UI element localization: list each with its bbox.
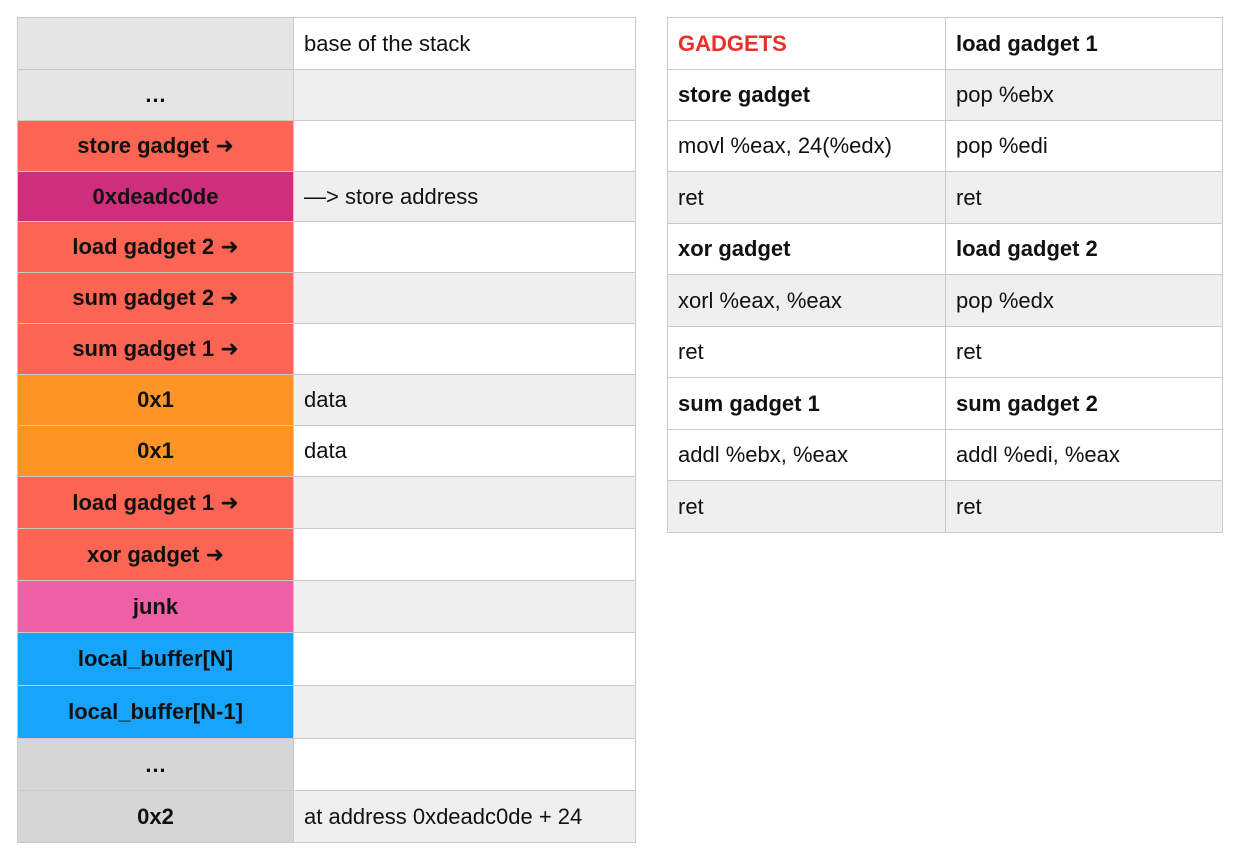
stack-row: … [17,69,636,121]
gadget-row: ret [945,480,1223,533]
stack-slot-note: at address 0xdeadc0de + 24 [293,790,636,843]
gadget-name: store gadget [667,69,946,121]
gadget-row: pop %ebx [945,69,1223,121]
gadget-row: load gadget 2 [945,223,1223,275]
stack-row: load gadget 1 ➜ [17,476,636,529]
stack-row: junk [17,580,636,633]
gadget-row: pop %edx [945,274,1223,327]
gadget-row: GADGETS [667,17,946,70]
stack-slot-label: sum gadget 2 ➜ [17,272,294,324]
stack-slot-note: data [293,425,636,477]
stack-slot-label: store gadget ➜ [17,120,294,172]
gadget-row: ret [667,480,946,533]
gadget-instruction: ret [945,171,1223,224]
stack-slot-note [293,632,636,686]
gadget-row: ret [945,326,1223,378]
stack-slot-note: base of the stack [293,17,636,70]
stack-row: local_buffer[N] [17,632,636,686]
stack-slot-note [293,272,636,324]
stack-slot-label: local_buffer[N-1] [17,685,294,739]
stack-slot-label: 0xdeadc0de [17,171,294,222]
gadget-instruction: ret [945,326,1223,378]
gadget-instruction: ret [667,171,946,224]
gadget-name: load gadget 1 [945,17,1223,70]
stack-slot-label: xor gadget ➜ [17,528,294,581]
stack-slot-note [293,476,636,529]
gadget-row: store gadget [667,69,946,121]
gadget-row: addl %edi, %eax [945,429,1223,481]
stack-slot-label [17,17,294,70]
stack-slot-label: junk [17,580,294,633]
gadget-row: load gadget 1 [945,17,1223,70]
gadget-instruction: pop %ebx [945,69,1223,121]
gadget-instruction: pop %edi [945,120,1223,172]
gadget-row: ret [667,171,946,224]
stack-slot-note [293,323,636,375]
gadget-instruction: ret [667,480,946,533]
stack-slot-note: data [293,374,636,426]
stack-row: local_buffer[N-1] [17,685,636,739]
stack-slot-note [293,580,636,633]
gadget-instruction: ret [945,480,1223,533]
stack-row: sum gadget 2 ➜ [17,272,636,324]
stack-slot-label: 0x1 [17,374,294,426]
stack-slot-note [293,120,636,172]
gadget-row: pop %edi [945,120,1223,172]
gadget-instruction: addl %edi, %eax [945,429,1223,481]
stack-slot-note [293,738,636,791]
gadget-instruction: addl %ebx, %eax [667,429,946,481]
gadget-name: xor gadget [667,223,946,275]
gadget-row: addl %ebx, %eax [667,429,946,481]
gadget-instruction: xorl %eax, %eax [667,274,946,327]
stack-slot-label: load gadget 1 ➜ [17,476,294,529]
stack-row: base of the stack [17,17,636,70]
gadget-row: sum gadget 1 [667,377,946,430]
stack-slot-label: load gadget 2 ➜ [17,221,294,273]
stack-row: xor gadget ➜ [17,528,636,581]
gadget-row: ret [945,171,1223,224]
gadget-row: xorl %eax, %eax [667,274,946,327]
stack-slot-label: … [17,738,294,791]
stack-slot-note [293,221,636,273]
stack-row: … [17,738,636,791]
stack-slot-note: —> store address [293,171,636,222]
stack-row: 0xdeadc0de—> store address [17,171,636,222]
stack-table: base of the stack…store gadget ➜0xdeadc0… [17,17,636,843]
stack-slot-label: 0x1 [17,425,294,477]
gadget-name: sum gadget 2 [945,377,1223,430]
stack-slot-label: sum gadget 1 ➜ [17,323,294,375]
stack-slot-note [293,528,636,581]
gadget-instruction: pop %edx [945,274,1223,327]
stack-slot-note [293,685,636,739]
stack-slot-note [293,69,636,121]
gadget-instruction: movl %eax, 24(%edx) [667,120,946,172]
gadget-name: sum gadget 1 [667,377,946,430]
gadgets-title: GADGETS [667,17,946,70]
gadget-row: sum gadget 2 [945,377,1223,430]
stack-slot-label: … [17,69,294,121]
gadget-instruction: ret [667,326,946,378]
gadget-row: movl %eax, 24(%edx) [667,120,946,172]
stack-slot-label: local_buffer[N] [17,632,294,686]
stack-row: load gadget 2 ➜ [17,221,636,273]
gadget-name: load gadget 2 [945,223,1223,275]
stack-row: store gadget ➜ [17,120,636,172]
stack-row: sum gadget 1 ➜ [17,323,636,375]
gadget-row: xor gadget [667,223,946,275]
gadget-row: ret [667,326,946,378]
stack-slot-label: 0x2 [17,790,294,843]
